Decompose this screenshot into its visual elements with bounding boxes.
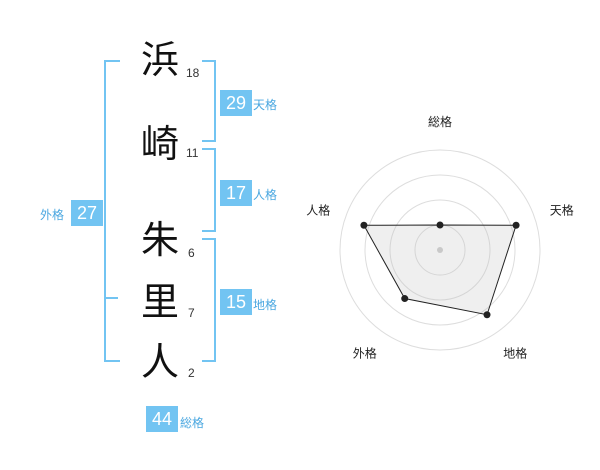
radar-center (437, 247, 443, 253)
chikaku-badge: 15 (220, 289, 252, 315)
jinkaku-label: 人格 (253, 188, 278, 202)
gaikaku-bracket (104, 60, 120, 362)
given-char-2: 里 (140, 280, 179, 324)
radar-axis-label-1: 総格 (428, 114, 452, 129)
gaikaku-badge: 27 (71, 200, 103, 226)
radar-point-1 (436, 221, 444, 229)
radar-point-3 (483, 311, 491, 319)
surname-char-2: 崎 (140, 122, 179, 166)
jinkaku-bracket (202, 148, 216, 232)
soukaku-badge: 44 (146, 406, 178, 432)
radar-point-5 (360, 221, 368, 229)
radar-ring-3 (364, 174, 516, 326)
tenkaku-label: 天格 (253, 98, 278, 112)
stroke-count-5: 2 (188, 366, 195, 380)
gaikaku-label: 外格 (40, 208, 65, 222)
stroke-count-3: 6 (188, 246, 195, 260)
radar-axis-label-2: 天格 (550, 202, 574, 217)
radar-point-4 (401, 295, 409, 303)
given-char-3: 人 (140, 340, 179, 384)
radar-ring-4 (339, 149, 541, 351)
gaikaku-bracket-tick (104, 297, 118, 299)
chikaku-bracket (202, 238, 216, 362)
surname-char-1: 浜 (140, 38, 179, 82)
radar-axis-label-3: 地格 (503, 346, 527, 361)
tenkaku-bracket (202, 60, 216, 142)
radar-point-2 (512, 221, 520, 229)
stroke-count-4: 7 (188, 306, 195, 320)
radar-axis-label-4: 外格 (353, 346, 377, 361)
jinkaku-badge: 17 (220, 180, 252, 206)
chikaku-label: 地格 (253, 298, 278, 312)
tenkaku-badge: 29 (220, 90, 252, 116)
soukaku-label: 総格 (180, 416, 205, 430)
radar-axis-label-5: 人格 (306, 202, 330, 217)
stroke-count-1: 18 (186, 66, 200, 80)
given-char-1: 朱 (140, 218, 179, 262)
radar-ring-2 (389, 199, 491, 301)
stroke-count-2: 11 (186, 146, 199, 160)
radar-area (363, 224, 517, 316)
